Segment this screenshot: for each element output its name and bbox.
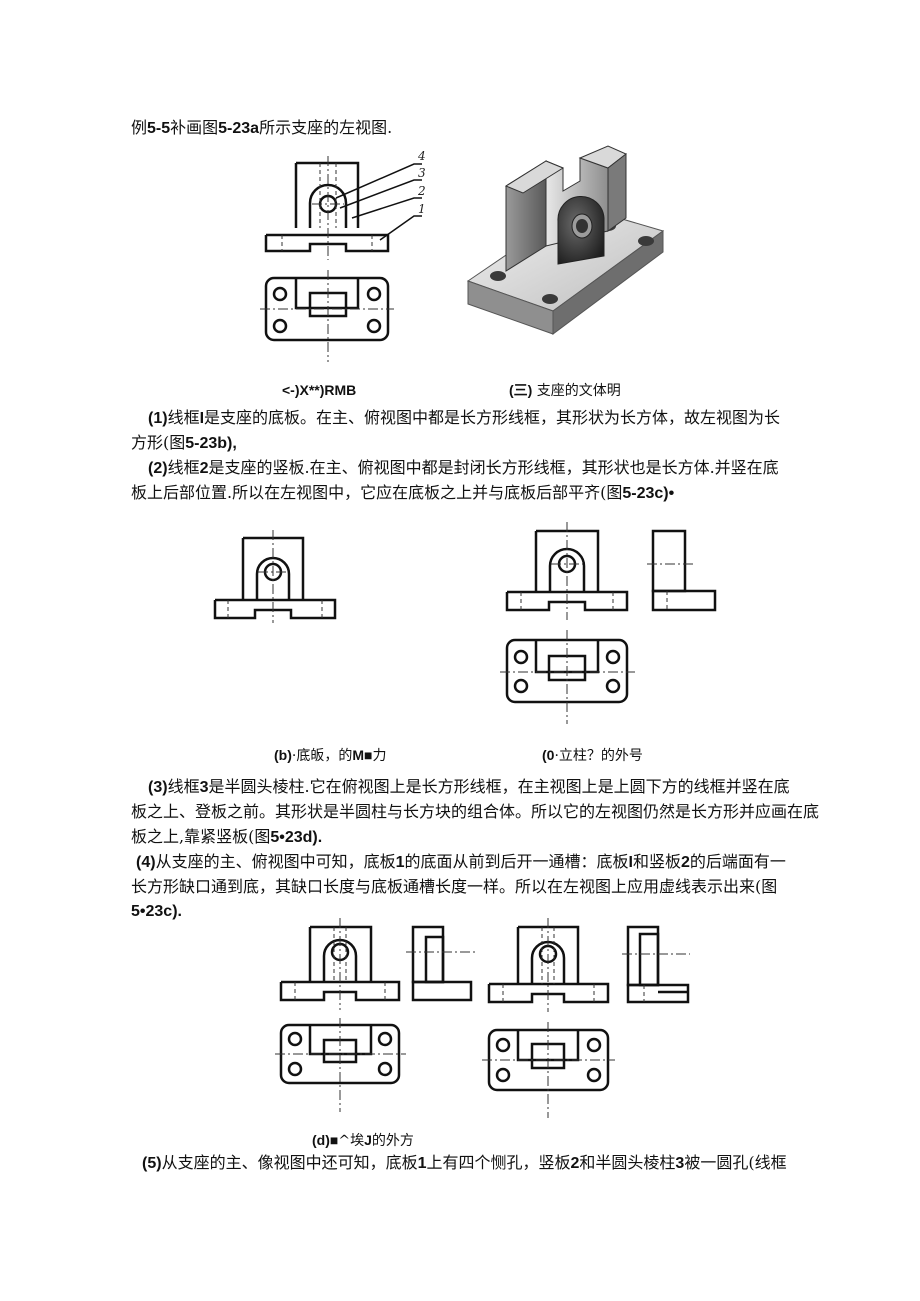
caption-figure-c: (0·立柱？的外号: [542, 747, 643, 764]
paragraph-3-line-1: (3)线框3是半圆头棱柱.它在俯视图上是长方形线框，在主视图上是上圆下方的线框并…: [148, 777, 790, 796]
paragraph-3-line-3: 板之上,靠紧竖板(图5•23d).: [131, 827, 323, 846]
paragraph-5-line-1: (5)从支座的主、像视图中还可知，底板1上有四个恻孔，竖板2和半圆头棱柱3被一圆…: [142, 1153, 787, 1172]
paragraph-4-line-1: (4)从支座的主、俯视图中可知，底板1的底面从前到后开一通槽：底板I和竖板2的后…: [136, 852, 786, 871]
leader-label-4: 4: [417, 149, 426, 163]
leader-label-3: 3: [418, 166, 426, 180]
paragraph-1-line-2: 方形(图5-23b),: [131, 433, 237, 452]
leader-label-2: 2: [417, 184, 426, 198]
leader-label-1: 1: [418, 202, 426, 216]
figure-5-23c: [503, 526, 718, 726]
paragraph-1-line-1: (1)线框I是支座的底板。在主、俯视图中都是长方形线框，其形状为长方体，故左视图…: [148, 408, 781, 427]
paragraph-4-line-3: 5•23c).: [131, 903, 182, 920]
support-solid-illustration: [458, 146, 678, 346]
figure-5-23a-views: 4 3 2 1: [262, 149, 426, 368]
figure-5-23b: [210, 528, 345, 623]
caption-figure-a: <-)X**)RMB: [282, 382, 357, 398]
paragraph-3-line-2: 板之上、登板之前。其形状是半圆柱与长方块的组合体。所以它的左视图仍然是长方形并应…: [131, 802, 820, 821]
caption-figure-b: (b)·底皈，的M■力: [274, 747, 387, 764]
figure-5-23d: [278, 922, 693, 1120]
paragraph-4-line-2: 长方形缺口通到底，其缺口长度与底板通槽长度一样。所以在左视图上应用虚线表示出来(…: [131, 877, 778, 896]
paragraph-2-line-2: 板上后部位置.所以在左视图中，它应在底板之上并与底板后部平齐(图5-23c)•: [131, 483, 675, 502]
example-title: 例5-5补画图5-23a所示支座的左视图.: [131, 118, 393, 137]
paragraph-2-line-1: (2)线框2是支座的竖板.在主、俯视图中都是封闭长方形线框，其形状也是长方体.并…: [148, 458, 779, 477]
caption-figure-d: (d)■^埃J的外方: [312, 1132, 414, 1149]
caption-solid: (三) 支座的文体明: [509, 382, 621, 399]
